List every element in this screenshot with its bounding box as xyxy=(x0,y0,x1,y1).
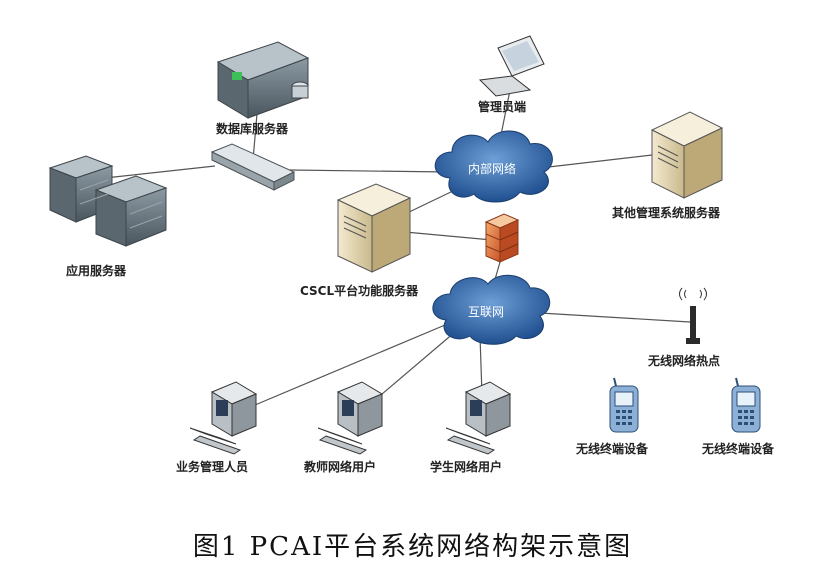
other-servers-tower-icon xyxy=(650,111,724,199)
wireless-device-label: 无线终端设备 xyxy=(576,442,649,456)
figure-caption: 图1 PCAI平台系统网络构架示意图 xyxy=(192,532,633,562)
business-staff-label: 业务管理人员 xyxy=(176,460,249,474)
teacher-user-label: 教师网络用户 xyxy=(304,460,377,474)
student-pc-icon xyxy=(445,381,512,455)
network-switch-icon xyxy=(210,143,296,191)
teacher-pc-icon xyxy=(317,381,384,455)
database-server-icon xyxy=(216,41,310,119)
mobile-phone-icon xyxy=(609,377,639,433)
intranet-cloud-icon xyxy=(434,130,553,203)
internet-label: 互联网 xyxy=(468,305,505,319)
cscl-server-tower-icon xyxy=(336,183,412,273)
business-staff-pc-icon xyxy=(189,381,258,455)
intranet-label: 内部网络 xyxy=(468,162,517,176)
other-servers-label: 其他管理系统服务器 xyxy=(612,206,721,220)
db-server-label: 数据库服务器 xyxy=(216,122,289,136)
firewall-icon xyxy=(484,213,520,263)
connection-lines xyxy=(104,89,691,406)
wifi-hotspot-label: 无线网络热点 xyxy=(648,354,721,368)
wireless-device-label: 无线终端设备 xyxy=(702,442,775,456)
admin-terminal-label: 管理员端 xyxy=(478,100,527,114)
app-server-label: 应用服务器 xyxy=(66,264,127,278)
student-user-label: 学生网络用户 xyxy=(430,460,503,474)
application-servers-icon xyxy=(48,155,168,247)
wireless-antenna-icon xyxy=(679,287,707,344)
internet-cloud-icon xyxy=(432,274,551,345)
mobile-phone-icon xyxy=(731,377,761,433)
laptop-icon xyxy=(478,35,545,97)
cscl-server-label: CSCL平台功能服务器 xyxy=(300,284,419,298)
